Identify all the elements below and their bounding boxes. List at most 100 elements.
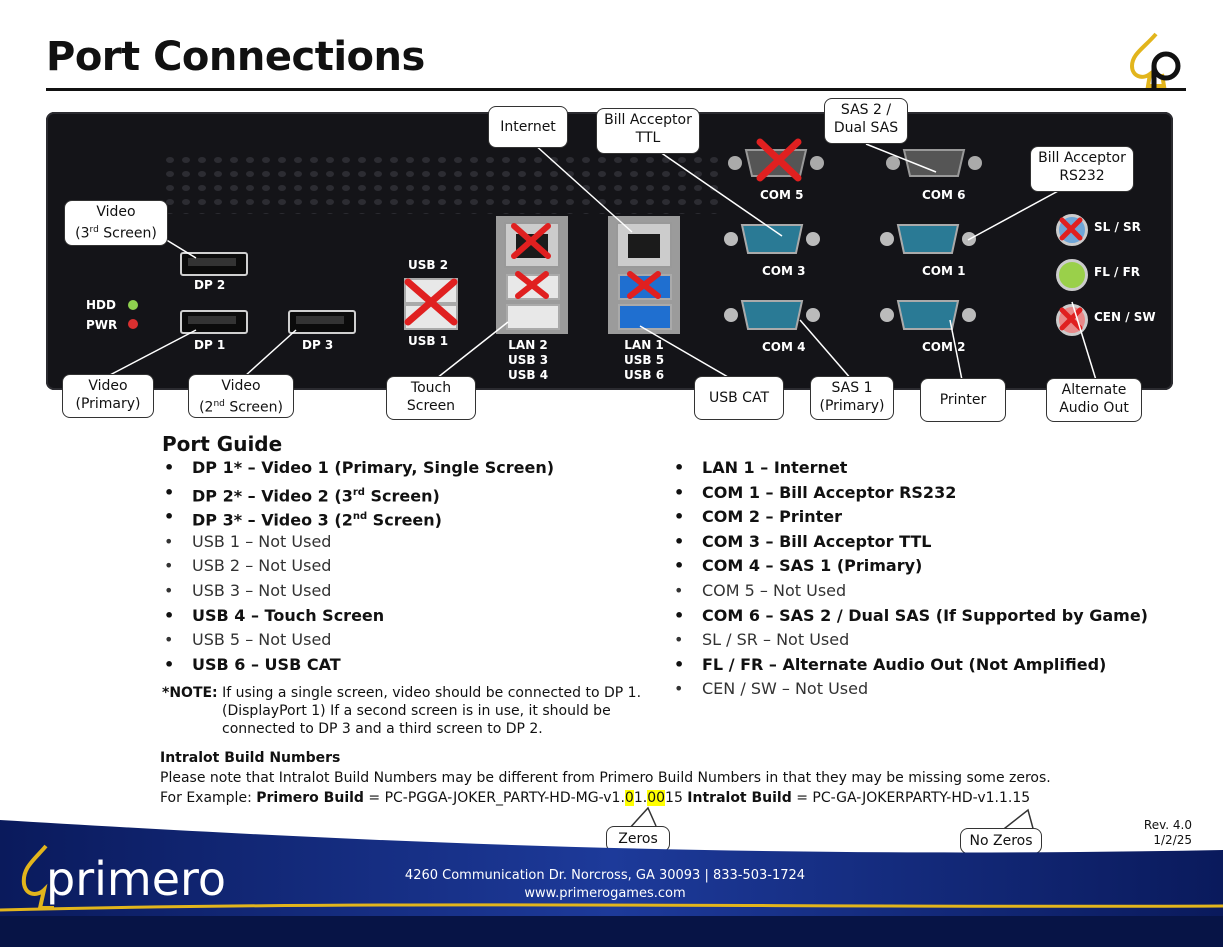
usb5-label: USB 5	[624, 353, 665, 367]
com6-label: COM 6	[922, 188, 966, 202]
dp1-port	[180, 310, 248, 334]
callout-line: Dual SAS	[833, 120, 899, 136]
port-guide-item: USB 5 – Not Used	[162, 628, 642, 653]
com1-label: COM 1	[922, 264, 966, 278]
callout-internet: Internet	[488, 106, 568, 148]
callout-line: Audio Out	[1059, 400, 1129, 416]
callout-sas1: SAS 1 (Primary)	[810, 376, 894, 420]
callout-line: (Primary)	[75, 396, 141, 412]
callout-line: SAS 2 /	[840, 102, 892, 118]
port-guide-item: USB 6 – USB CAT	[162, 653, 642, 678]
footer-contact: 4260 Communication Dr. Norcross, GA 3009…	[330, 867, 880, 903]
com1-port	[880, 224, 976, 254]
com3-port	[724, 224, 820, 254]
usb4-port	[506, 304, 560, 330]
usb6-port	[618, 304, 672, 330]
build-text: 1.	[633, 790, 648, 806]
callout-touch-screen: Touch Screen	[386, 376, 476, 420]
callout-line: Video	[96, 204, 136, 220]
build-text: = PC-GA-JOKERPARTY-HD-v1.1.15	[791, 790, 1031, 806]
callout-line: (Primary)	[819, 398, 885, 414]
note-block: *NOTE: If using a single screen, video s…	[162, 684, 662, 738]
callout-bill-rs232: Bill Acceptor RS232	[1030, 146, 1134, 192]
callout-sas2: SAS 2 / Dual SAS	[824, 98, 908, 144]
build-line: Please note that Intralot Build Numbers …	[160, 770, 1051, 786]
callout-line: RS232	[1059, 168, 1105, 184]
callout-printer: Printer	[920, 378, 1006, 422]
port-guide-item: COM 4 – SAS 1 (Primary)	[672, 554, 1192, 579]
callout-line: Bill Acceptor	[1038, 150, 1126, 166]
guide-text: USB 3 – Not Used	[192, 580, 332, 600]
com5-label: COM 5	[760, 188, 804, 202]
build-text: = PC-PGGA-JOKER_PARTY-HD-MG-v1.	[363, 790, 625, 806]
port-guide-item: USB 1 – Not Used	[162, 530, 642, 555]
callout-video-3rd: Video (3rd Screen)	[64, 200, 168, 246]
callout-text: (2	[199, 399, 214, 416]
callout-bill-ttl: Bill Acceptor TTL	[596, 108, 700, 154]
sl-sr-label: SL / SR	[1094, 220, 1141, 234]
not-used-x-icon	[511, 223, 551, 259]
callout-usb-cat: USB CAT	[694, 376, 784, 420]
hdd-led-icon	[128, 300, 138, 310]
build-numbers-text: Please note that Intralot Build Numbers …	[160, 768, 1051, 808]
title-rule	[46, 88, 1186, 91]
page-title: Port Connections	[46, 34, 425, 80]
callout-line: Bill Acceptor	[604, 112, 692, 128]
pwr-led-icon	[128, 319, 138, 329]
com3-label: COM 3	[762, 264, 806, 278]
port-guide-item: COM 6 – SAS 2 / Dual SAS (If Supported b…	[672, 604, 1192, 629]
note-line: (DisplayPort 1) If a second screen is in…	[222, 703, 611, 719]
port-guide-item: COM 3 – Bill Acceptor TTL	[672, 530, 1192, 555]
primero-build-label: Primero Build	[256, 790, 364, 806]
lan1-port	[616, 222, 672, 268]
guide-text: USB 1 – Not Used	[192, 531, 332, 551]
note-label: *NOTE:	[162, 685, 218, 701]
usb3-label: USB 3	[508, 353, 549, 367]
com2-port	[880, 300, 976, 330]
footer-banner	[0, 820, 1223, 947]
port-guide-item: DP 2* – Video 2 (3rd Screen)	[162, 481, 642, 506]
callout-line: Alternate	[1061, 382, 1127, 398]
guide-text: DP 2* – Video 2 (3	[192, 485, 353, 505]
revision-info: Rev. 4.0 1/2/25	[1130, 818, 1192, 848]
port-guide-heading: Port Guide	[162, 432, 283, 456]
com4-port	[724, 300, 820, 330]
com2-label: COM 2	[922, 340, 966, 354]
callout-text: (3	[75, 225, 90, 242]
port-guide-item: SL / SR – Not Used	[672, 628, 1192, 653]
highlight-zero: 00	[647, 790, 666, 806]
lan2-label: LAN 2	[508, 338, 548, 352]
hdd-label: HDD	[86, 298, 116, 312]
callout-line: Video	[221, 378, 261, 394]
pwr-label: PWR	[86, 318, 118, 332]
build-numbers-heading: Intralot Build Numbers	[160, 750, 341, 766]
dp1-label: DP 1	[194, 338, 226, 352]
note-line: connected to DP 3 and a third screen to …	[222, 721, 543, 737]
footer-spade-logo-icon	[21, 844, 54, 910]
callout-line: TTL	[635, 130, 661, 146]
port-guide-item: CEN / SW – Not Used	[672, 677, 1192, 702]
guide-text: USB 6 – USB CAT	[192, 654, 341, 674]
guide-text: USB 4 – Touch Screen	[192, 605, 385, 625]
footer-website[interactable]: www.primerogames.com	[524, 886, 686, 901]
port-guide-item: DP 3* – Video 3 (2nd Screen)	[162, 505, 642, 530]
port-guide-item: USB 2 – Not Used	[162, 554, 642, 579]
port-guide-item: LAN 1 – Internet	[672, 456, 1192, 481]
vent-grill	[164, 154, 724, 214]
port-guide-left-list: DP 1* – Video 1 (Primary, Single Screen)…	[162, 456, 642, 677]
not-used-x-icon	[1059, 217, 1083, 241]
callout-video-2nd: Video (2nd Screen)	[188, 374, 294, 418]
dp2-label: DP 2	[194, 278, 226, 292]
lan1-stack-labels: LAN 1 USB 5 USB 6	[624, 338, 664, 383]
callout-line: (2nd Screen)	[193, 395, 289, 417]
port-guide-right-list: LAN 1 – InternetCOM 1 – Bill Acceptor RS…	[672, 456, 1192, 702]
build-text: For Example:	[160, 790, 257, 806]
usb2-label: USB 2	[408, 258, 449, 272]
guide-text: Screen)	[367, 510, 442, 530]
callout-line: SAS 1	[831, 380, 873, 396]
not-used-x-icon	[627, 271, 661, 299]
dp3-port	[288, 310, 356, 334]
port-guide-item: DP 1* – Video 1 (Primary, Single Screen)	[162, 456, 642, 481]
revision-number: Rev. 4.0	[1143, 818, 1192, 832]
port-guide-item: COM 1 – Bill Acceptor RS232	[672, 481, 1192, 506]
